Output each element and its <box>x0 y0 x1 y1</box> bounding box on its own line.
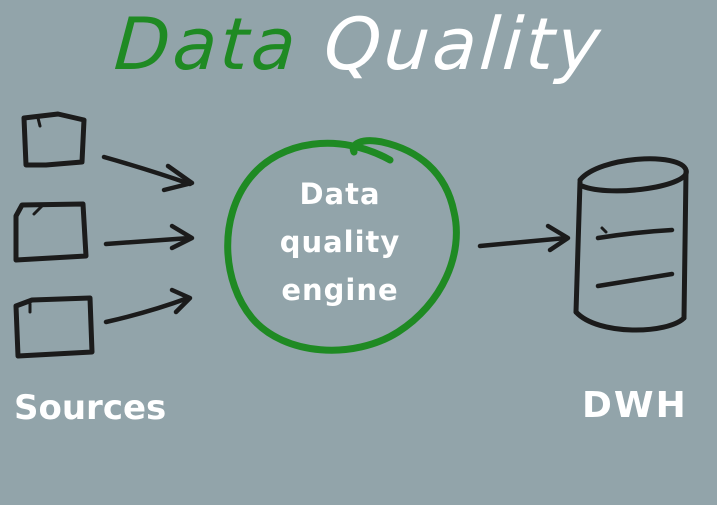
engine-circle-outline <box>224 137 460 354</box>
sources-label: Sources <box>14 388 167 428</box>
dwh-label: DWH <box>582 385 688 426</box>
engine-label: Data quality engine <box>250 170 430 314</box>
source-file-1-icon <box>21 111 87 168</box>
arrow-source-2 <box>103 223 195 251</box>
engine-label-line-3: engine <box>281 273 399 307</box>
source-file-2-icon <box>13 201 89 263</box>
engine-label-line-2: quality <box>279 225 401 259</box>
database-icon <box>573 156 689 333</box>
source-file-3-icon <box>13 295 95 359</box>
arrow-to-dwh <box>477 223 571 253</box>
arrow-source-3 <box>103 287 193 325</box>
engine-label-line-1: Data <box>299 177 381 211</box>
arrow-source-1 <box>101 154 195 193</box>
